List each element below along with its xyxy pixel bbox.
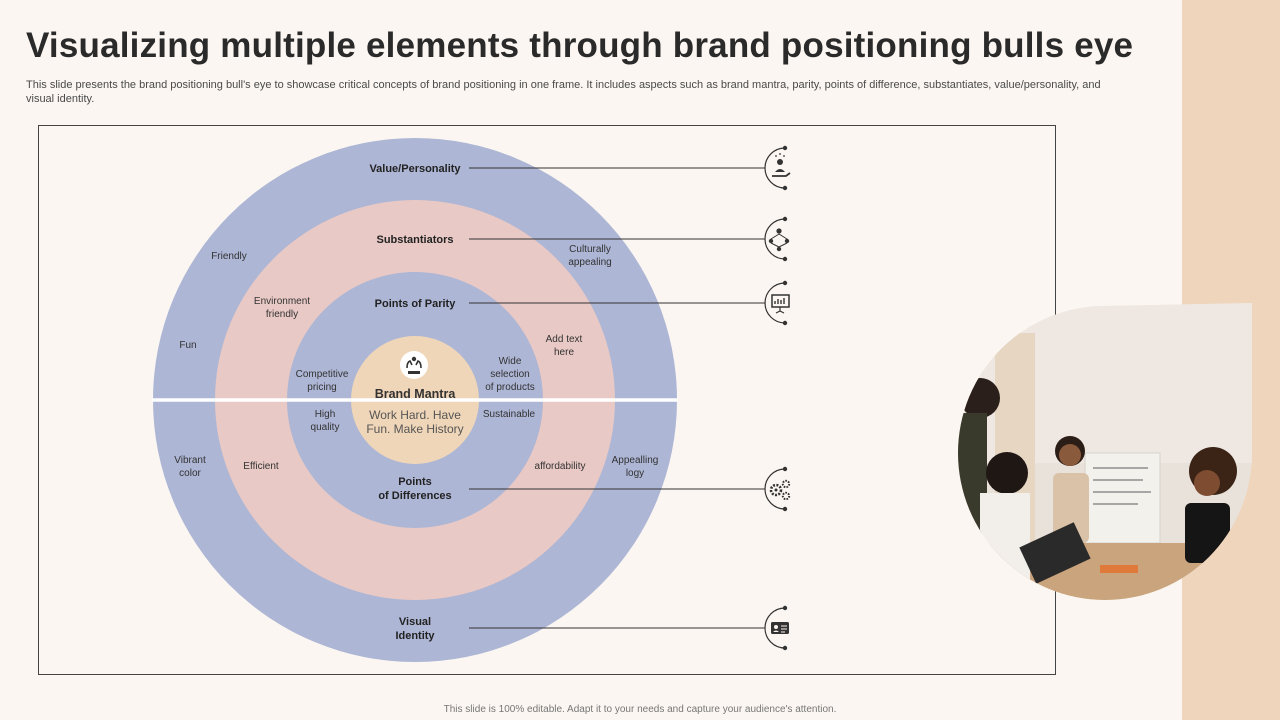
word-efficient: Efficient xyxy=(243,461,279,472)
word-fun: Fun xyxy=(179,340,196,351)
word-wide-selection-1: Wide xyxy=(499,356,522,367)
word-wide-selection-3: of products xyxy=(485,382,534,393)
word-appealling-logy-2: logy xyxy=(626,468,644,479)
team-network-icon xyxy=(764,216,790,262)
word-friendly: Friendly xyxy=(211,251,247,262)
label-points-of-parity: Points of Parity xyxy=(375,298,457,310)
word-competitive-pricing-1: Competitive xyxy=(296,369,349,380)
word-appealling-logy-1: Appealling xyxy=(612,455,659,466)
presentation-board-icon xyxy=(764,280,790,326)
page-subtitle: This slide presents the brand positionin… xyxy=(26,79,1101,105)
brand-mantra-line-2: Fun. Make History xyxy=(366,422,463,436)
label-visual-identity-2: Identity xyxy=(395,630,435,642)
word-add-text-here-1: Add text xyxy=(546,334,583,345)
word-wide-selection-2: selection xyxy=(490,369,529,380)
word-affordability: affordability xyxy=(535,461,586,472)
brand-mantra-line-1: Work Hard. Have xyxy=(369,408,461,422)
id-card-icon xyxy=(764,605,789,651)
label-visual-identity-1: Visual xyxy=(399,616,431,628)
word-vibrant-color-1: Vibrant xyxy=(174,455,206,466)
brand-mantra-title: Brand Mantra xyxy=(375,387,457,401)
hands-heart-icon xyxy=(400,351,428,379)
word-environment-friendly-2: friendly xyxy=(266,309,298,320)
word-high-quality-1: High xyxy=(315,409,336,420)
word-add-text-here-2: here xyxy=(554,347,574,358)
word-vibrant-color-2: color xyxy=(179,468,201,479)
label-substantiators: Substantiators xyxy=(376,234,453,246)
word-culturally-appealing-1: Culturally xyxy=(569,244,611,255)
word-culturally-appealing-2: appealing xyxy=(568,257,611,268)
gears-icon xyxy=(764,466,791,512)
label-value-personality: Value/Personality xyxy=(369,163,461,175)
label-points-of-differences-2: of Differences xyxy=(378,490,451,502)
word-environment-friendly-1: Environment xyxy=(254,296,310,307)
page-title: Visualizing multiple elements through br… xyxy=(26,26,1134,65)
word-high-quality-2: quality xyxy=(311,422,340,433)
team-meeting-photo xyxy=(958,303,1252,600)
word-competitive-pricing-2: pricing xyxy=(307,382,336,393)
page-footer: This slide is 100% editable. Adapt it to… xyxy=(443,704,837,715)
hand-person-icon xyxy=(764,145,791,191)
label-points-of-differences-1: Points xyxy=(398,476,432,488)
word-sustainable: Sustainable xyxy=(483,409,536,420)
